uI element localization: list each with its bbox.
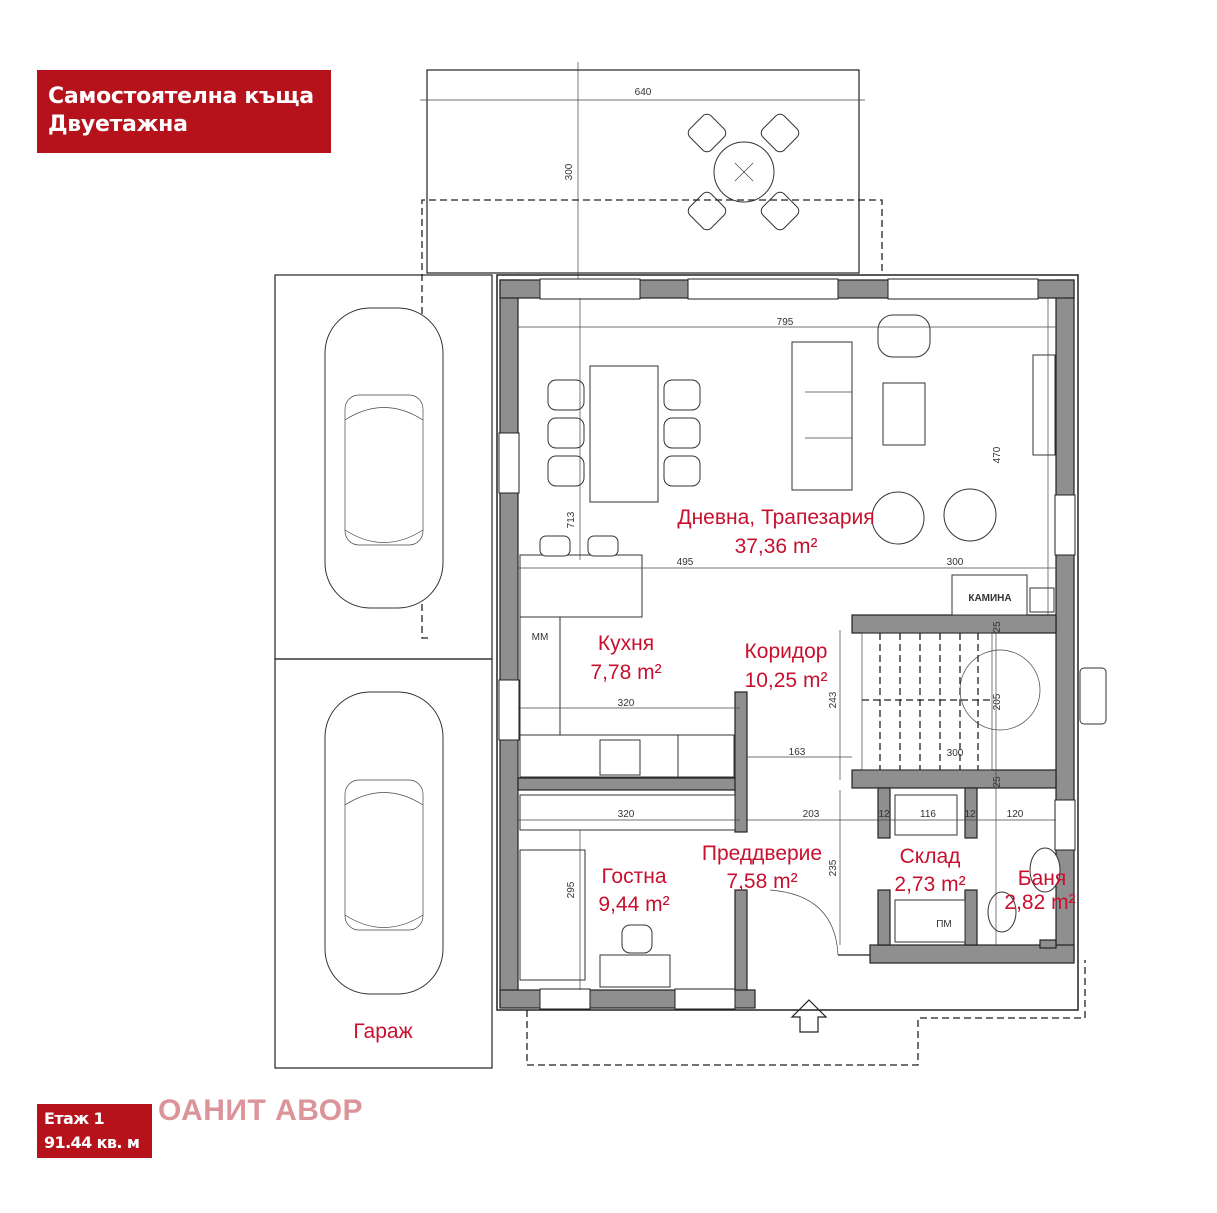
desk-chair (621, 924, 653, 954)
entry-door (769, 889, 839, 956)
dishwasher-label: ММ (532, 632, 549, 643)
patio-table-set (687, 113, 800, 231)
dim-storage-width: 116 (920, 809, 936, 820)
dim-stair-wall-top: 25 (992, 621, 1003, 633)
terrace-outline (426, 69, 860, 274)
dim-corr-depth: 243 (828, 691, 839, 708)
room-area-corridor: 10,25 m² (745, 669, 828, 692)
toilet (987, 891, 1017, 933)
room-label-kitchen: Кухня (598, 632, 654, 655)
title-line-2: Двуетажна (48, 112, 188, 137)
room-area-living: 37,36 m² (735, 535, 818, 558)
dim-kitchen-span: 495 (677, 557, 694, 568)
room-label-entry: Преддверие (702, 842, 822, 865)
dim-stair-run: 300 (947, 748, 964, 759)
bed (519, 849, 586, 981)
sofa (791, 341, 853, 491)
floor-info-box: Етаж 1 91.44 кв. м (37, 1104, 152, 1158)
armchair (871, 491, 925, 545)
washer-label: ПМ (936, 919, 952, 930)
entrance-arrow-icon (790, 999, 828, 1033)
room-area-guest: 9,44 m² (598, 893, 669, 916)
room-label-garage: Гараж (353, 1020, 412, 1043)
interior-walls (517, 614, 1057, 991)
tv-unit (1032, 354, 1056, 456)
chimney (1029, 587, 1055, 613)
room-label-corridor: Коридор (745, 640, 828, 663)
armchair (877, 314, 931, 358)
watermark: ОАНИТ АВОР (158, 1094, 364, 1127)
dim-entry-width: 203 (803, 809, 820, 820)
dim-stair-len: 205 (992, 693, 1003, 710)
room-area-bath: 2,82 m² (1004, 891, 1075, 914)
room-label-living: Дневна, Трапезария (677, 506, 874, 529)
dim-wall-b: 12 (964, 809, 976, 820)
fireplace-label: КАМИНА (968, 593, 1011, 604)
car-icon (324, 691, 444, 995)
car-icon (324, 307, 444, 609)
dim-living-depth: 470 (992, 446, 1003, 463)
dim-living-width: 795 (777, 317, 794, 328)
coffee-table (882, 382, 926, 446)
washer (894, 899, 966, 943)
room-area-entry: 7,58 m² (726, 870, 797, 893)
dim-guest-len: 320 (618, 809, 635, 820)
title-box: Самостоятелна къща Двуетажна (37, 70, 331, 153)
room-label-guest: Гостна (601, 865, 666, 888)
floor-area: 91.44 кв. м (44, 1133, 140, 1152)
room-label-storage: Склад (900, 845, 961, 868)
room-label-bath: Баня (1018, 867, 1066, 890)
title-line-1: Самостоятелна къща (48, 84, 314, 109)
porch-outline (526, 960, 1086, 1066)
storage-shelf (894, 794, 958, 836)
garage-bay-2 (274, 658, 493, 1069)
dim-terrace-depth: 300 (564, 163, 575, 180)
kitchen-counter (519, 535, 736, 831)
dim-kitchen-len: 320 (618, 698, 635, 709)
desk (599, 954, 671, 988)
dim-bath-width: 120 (1007, 809, 1024, 820)
dim-stair-wall-bot: 25 (992, 776, 1003, 788)
dim-terrace-width: 640 (635, 87, 652, 98)
armchair (943, 488, 997, 542)
dim-guest-depth: 295 (566, 881, 577, 898)
dim-entry-depth: 235 (828, 859, 839, 876)
exterior-walls (498, 278, 1076, 1010)
dim-kitchen-depth: 713 (566, 511, 577, 528)
fireplace (951, 574, 1028, 616)
roof-outline (421, 199, 883, 639)
dining-set (547, 365, 701, 503)
floor-label: Етаж 1 (44, 1109, 105, 1128)
dim-corr-width: 163 (789, 747, 806, 758)
window-unit (1079, 667, 1107, 725)
dim-fire-span: 300 (947, 557, 964, 568)
shower (1029, 847, 1061, 893)
dim-wall-a: 12 (878, 809, 890, 820)
room-area-storage: 2,73 m² (894, 873, 965, 896)
room-area-kitchen: 7,78 m² (590, 661, 661, 684)
staircase (861, 632, 1041, 771)
